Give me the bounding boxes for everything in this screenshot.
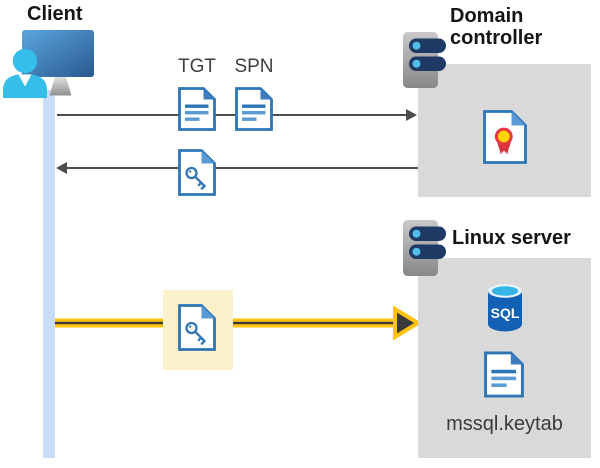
arrow-dc-to-client-head [56, 162, 67, 174]
client-workstation-icon [3, 30, 94, 98]
spn-document-icon [235, 87, 273, 131]
client-title: Client [27, 3, 83, 25]
domain-controller-panel [418, 64, 591, 197]
client-lifeline [43, 90, 55, 458]
domain-controller-title: Domain controller [450, 5, 543, 49]
arrow-dc-to-client-line [67, 167, 418, 169]
tgt-label: TGT [178, 56, 216, 77]
key-document-icon [178, 303, 216, 352]
tgt-document-icon [178, 87, 216, 131]
linux-server-title: Linux server [452, 227, 571, 249]
arrow-client-to-dc-line [57, 114, 407, 116]
linux-server-server-icon [402, 219, 448, 277]
sql-label: SQL [491, 305, 520, 321]
key-document-icon [178, 149, 216, 196]
certificate-icon [483, 110, 527, 164]
linux-server-panel: SQL mssql.keytab [418, 258, 591, 458]
keytab-document-icon [484, 351, 524, 398]
arrow-client-to-dc-head [406, 109, 417, 121]
arrow-client-to-linux-yellow [55, 305, 420, 341]
spn-label: SPN [234, 56, 274, 77]
sql-database-icon: SQL [488, 284, 522, 332]
keytab-file-label: mssql.keytab [446, 413, 563, 435]
domain-controller-server-icon [402, 31, 448, 89]
